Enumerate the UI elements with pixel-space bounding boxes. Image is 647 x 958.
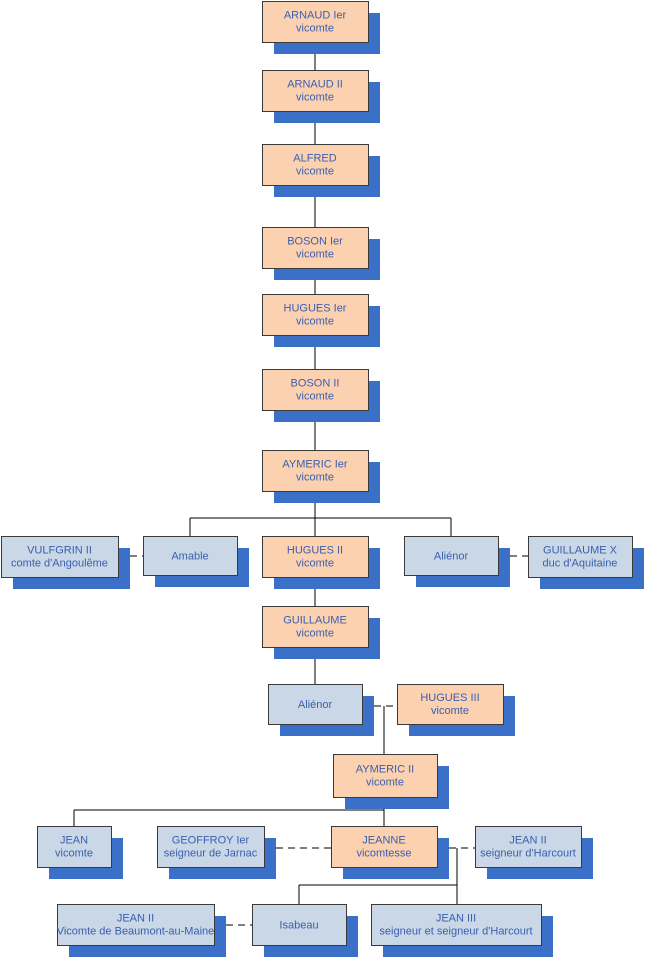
node-box	[57, 904, 215, 946]
person-title: vicomtesse	[356, 848, 411, 860]
node-box	[333, 754, 438, 798]
person-title: vicomte	[296, 628, 334, 640]
node-box	[262, 144, 369, 186]
person-name: JEAN II	[117, 913, 154, 925]
person-title: vicomte	[366, 777, 404, 789]
node-box	[268, 684, 363, 725]
node-box	[262, 536, 369, 578]
person-name: JEAN II	[509, 835, 546, 847]
person-name: JEAN	[60, 835, 88, 847]
person-title: vicomte	[296, 249, 334, 261]
person-title: seigneur d'Harcourt	[480, 848, 576, 860]
person-name: BOSON Ier	[287, 236, 343, 248]
node-box	[475, 826, 582, 868]
person-title: duc d'Aquitaine	[543, 558, 618, 570]
node-box	[331, 826, 438, 868]
node-box	[262, 294, 369, 336]
person-title: vicomte	[431, 705, 469, 717]
person-name: HUGUES II	[287, 545, 343, 557]
node-box	[404, 536, 499, 576]
person-name: GUILLAUME	[283, 615, 347, 627]
person-title: seigneur et seigneur d'Harcourt	[379, 926, 532, 938]
node-box	[371, 904, 542, 946]
person-title: vicomte	[296, 391, 334, 403]
node-box	[252, 904, 347, 946]
person-title: vicomte	[296, 92, 334, 104]
node-box	[262, 606, 369, 648]
person-name: ALFRED	[293, 153, 336, 165]
node-box	[262, 227, 369, 269]
person-name: AYMERIC Ier	[282, 459, 348, 471]
person-node-alienor2: Aliénor	[268, 684, 374, 736]
person-node-alienor1: Aliénor	[404, 536, 510, 587]
person-name: GUILLAUME X	[543, 545, 618, 557]
person-name: HUGUES Ier	[284, 303, 347, 315]
node-box	[1, 536, 119, 578]
node-box	[397, 684, 504, 725]
person-title: vicomte	[296, 558, 334, 570]
person-name: VULFGRIN II	[27, 545, 92, 557]
person-name: Isabeau	[279, 920, 318, 932]
person-title: vicomte	[55, 848, 93, 860]
node-box	[37, 826, 112, 868]
person-name: JEAN III	[436, 913, 476, 925]
node-box	[262, 450, 369, 492]
person-name: Aliénor	[434, 551, 469, 563]
node-box	[157, 826, 265, 868]
person-title: comte d'Angoulême	[11, 558, 108, 570]
person-title: seigneur de Jarnac	[164, 848, 258, 860]
node-box	[262, 1, 369, 43]
person-name: BOSON II	[291, 378, 340, 390]
node-box	[143, 536, 238, 576]
person-name: HUGUES III	[420, 692, 479, 704]
node-box	[262, 70, 369, 112]
person-title: vicomte	[296, 316, 334, 328]
person-name: JEANNE	[362, 835, 405, 847]
node-box	[262, 369, 369, 411]
node-box	[528, 536, 633, 578]
person-name: AYMERIC II	[356, 764, 414, 776]
person-title: vicomte	[296, 166, 334, 178]
person-node-isabeau: Isabeau	[252, 904, 358, 957]
person-node-amable: Amable	[143, 536, 249, 587]
person-name: ARNAUD Ier	[284, 10, 347, 22]
person-name: Aliénor	[298, 699, 333, 711]
person-title: vicomte	[296, 23, 334, 35]
person-name: GEOFFROY Ier	[172, 835, 250, 847]
person-title: vicomte	[296, 472, 334, 484]
person-title: Vicomte de Beaumont-au-Maine	[57, 926, 215, 938]
person-name: ARNAUD II	[287, 79, 343, 91]
person-name: Amable	[171, 551, 208, 563]
